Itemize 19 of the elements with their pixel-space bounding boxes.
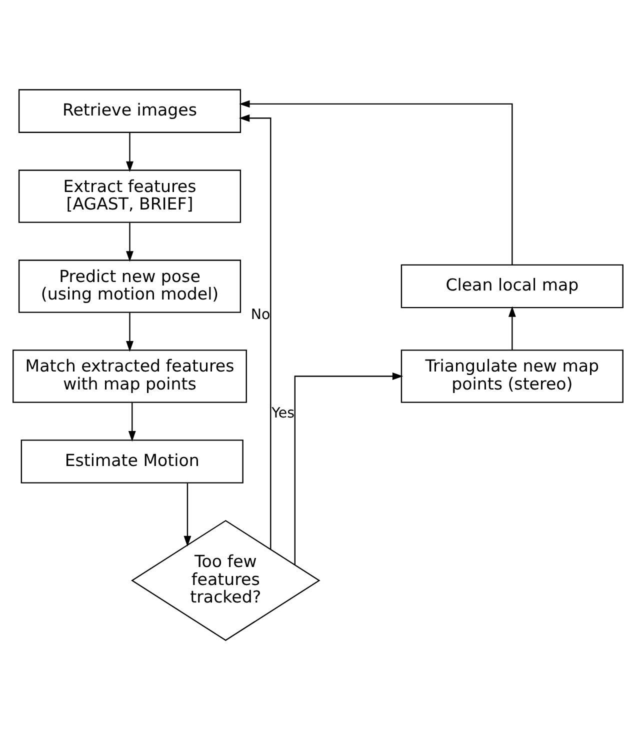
arrow [128,402,136,442]
arrow [294,372,404,564]
edge-label: No [250,306,270,322]
arrow [238,114,272,549]
arrow [508,306,516,350]
arrow [126,312,134,352]
edge-label: Yes [272,404,295,421]
node-box: Match extracted features with map points [12,349,247,402]
arrow [184,482,192,546]
node-box: Triangulate new map points (stereo) [400,349,624,402]
node-box: Predict new pose (using motion model) [18,259,242,312]
node-box: Extract features [AGAST, BRIEF] [18,169,242,222]
node-diamond: Too few features tracked? [131,519,320,640]
arrow [126,222,134,262]
arrow [239,100,513,264]
node-box: Clean local map [400,264,624,308]
arrow [126,132,134,172]
node-box: Estimate Motion [20,439,244,483]
node-box: Retrieve images [18,88,242,132]
